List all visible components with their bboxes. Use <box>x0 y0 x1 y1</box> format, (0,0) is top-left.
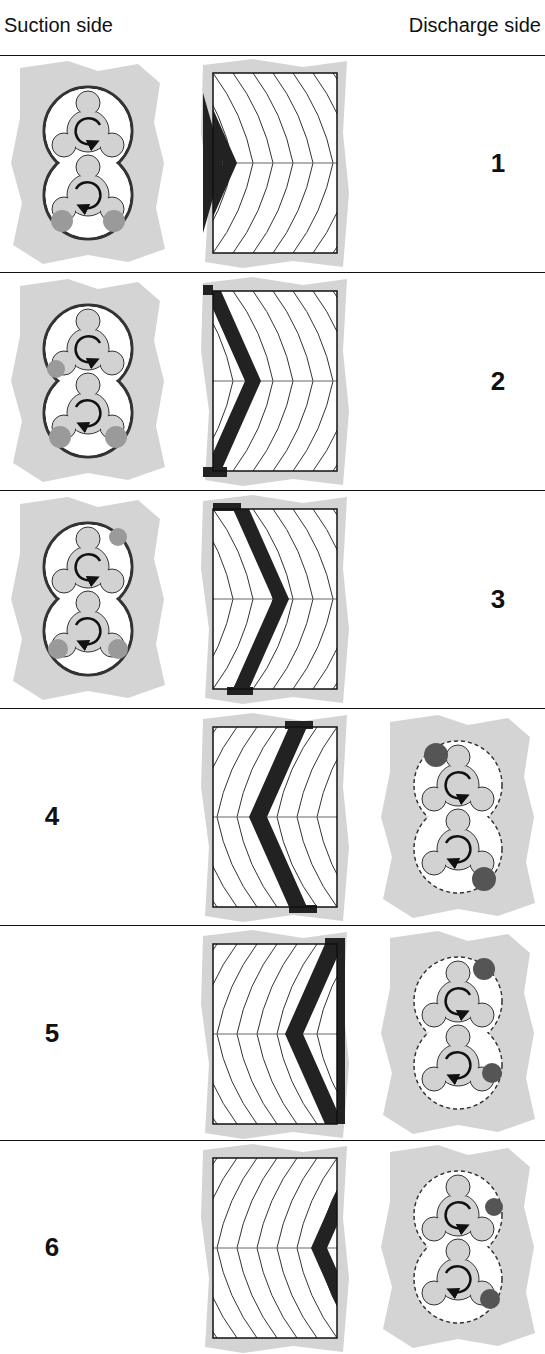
cross-section <box>11 279 165 482</box>
callout-number: 2 <box>491 366 505 397</box>
column-heading: Suction side <box>4 14 113 37</box>
callout-number: 3 <box>491 584 505 615</box>
screw-side-view <box>177 930 417 1139</box>
screw-side-view <box>133 277 373 486</box>
screw-side-view <box>133 59 373 268</box>
cross-section <box>381 715 535 918</box>
screw-side-view <box>177 713 417 922</box>
callout-number: 4 <box>45 801 59 832</box>
cross-section <box>11 497 165 700</box>
cross-section <box>381 1145 535 1348</box>
screw-side-view <box>133 495 373 704</box>
cross-section <box>381 931 535 1134</box>
callout-number: 6 <box>45 1232 59 1263</box>
callout-number: 5 <box>45 1018 59 1049</box>
column-heading: Discharge side <box>409 14 541 37</box>
row-separators <box>0 56 545 1141</box>
screw-side-view <box>177 1144 417 1353</box>
cross-section <box>11 61 165 264</box>
callout-number: 1 <box>491 148 505 179</box>
